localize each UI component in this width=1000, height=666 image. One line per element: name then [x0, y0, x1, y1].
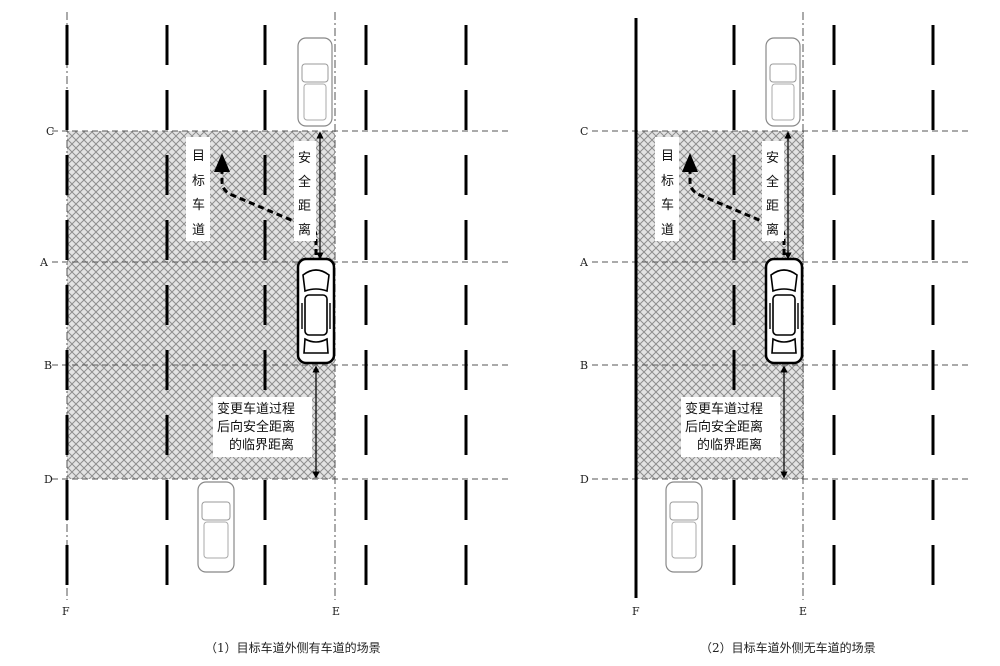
safe-distance-text-1: 安	[298, 151, 311, 166]
label-c: C	[580, 125, 588, 138]
label-d: D	[44, 473, 53, 486]
critical-distance-line-1: 变更车道过程	[217, 401, 295, 417]
caption-left: （1）目标车道外侧有车道的场景	[205, 640, 381, 655]
car-ahead-icon	[297, 37, 333, 127]
target-lane-text-2: 标	[661, 174, 674, 189]
label-c: C	[46, 125, 54, 138]
label-f: F	[62, 605, 70, 618]
safe-distance-text-1: 安	[766, 151, 779, 166]
critical-distance-line-2: 后向安全距离	[685, 419, 763, 435]
safe-distance-text-4: 离	[298, 222, 311, 238]
label-f: F	[632, 605, 640, 618]
car-ahead-icon	[765, 37, 801, 127]
critical-distance-line-2: 后向安全距离	[217, 419, 295, 435]
panel-left: C A B D F E 目	[39, 12, 510, 655]
car-behind-icon	[665, 481, 703, 573]
safe-distance-text-3: 距	[298, 199, 311, 214]
caption-right: （2）目标车道外侧无车道的场景	[700, 640, 876, 655]
panel-right: C A B D F E 目 标 车 道	[579, 12, 968, 655]
path-arrowhead-icon	[682, 153, 698, 172]
car-behind-icon	[197, 481, 235, 573]
critical-distance-line-3: 的临界距离	[697, 437, 762, 453]
safe-distance-text-2: 全	[766, 174, 779, 190]
safe-distance-text-2: 全	[298, 174, 311, 190]
label-d: D	[580, 473, 589, 486]
target-lane-text-1: 目	[661, 149, 674, 164]
label-b: B	[580, 359, 588, 372]
label-a: A	[579, 256, 589, 269]
label-a: A	[39, 256, 49, 269]
target-lane-text-1: 目	[192, 149, 205, 164]
label-e: E	[332, 605, 340, 618]
label-b: B	[44, 359, 52, 372]
safe-distance-text-3: 距	[766, 199, 779, 214]
main-car-icon	[296, 257, 336, 365]
target-lane-text-4: 道	[661, 223, 674, 238]
safe-distance-text-4: 离	[766, 222, 779, 238]
target-lane-text-3: 车	[661, 197, 674, 213]
main-car-icon	[764, 257, 804, 365]
critical-distance-line-3: 的临界距离	[229, 437, 294, 453]
critical-distance-line-1: 变更车道过程	[685, 401, 763, 417]
target-lane-text-2: 标	[192, 174, 205, 189]
label-e: E	[799, 605, 807, 618]
target-lane-text-3: 车	[192, 197, 205, 213]
target-lane-text-4: 道	[192, 223, 205, 238]
path-arrowhead-icon	[214, 153, 230, 172]
